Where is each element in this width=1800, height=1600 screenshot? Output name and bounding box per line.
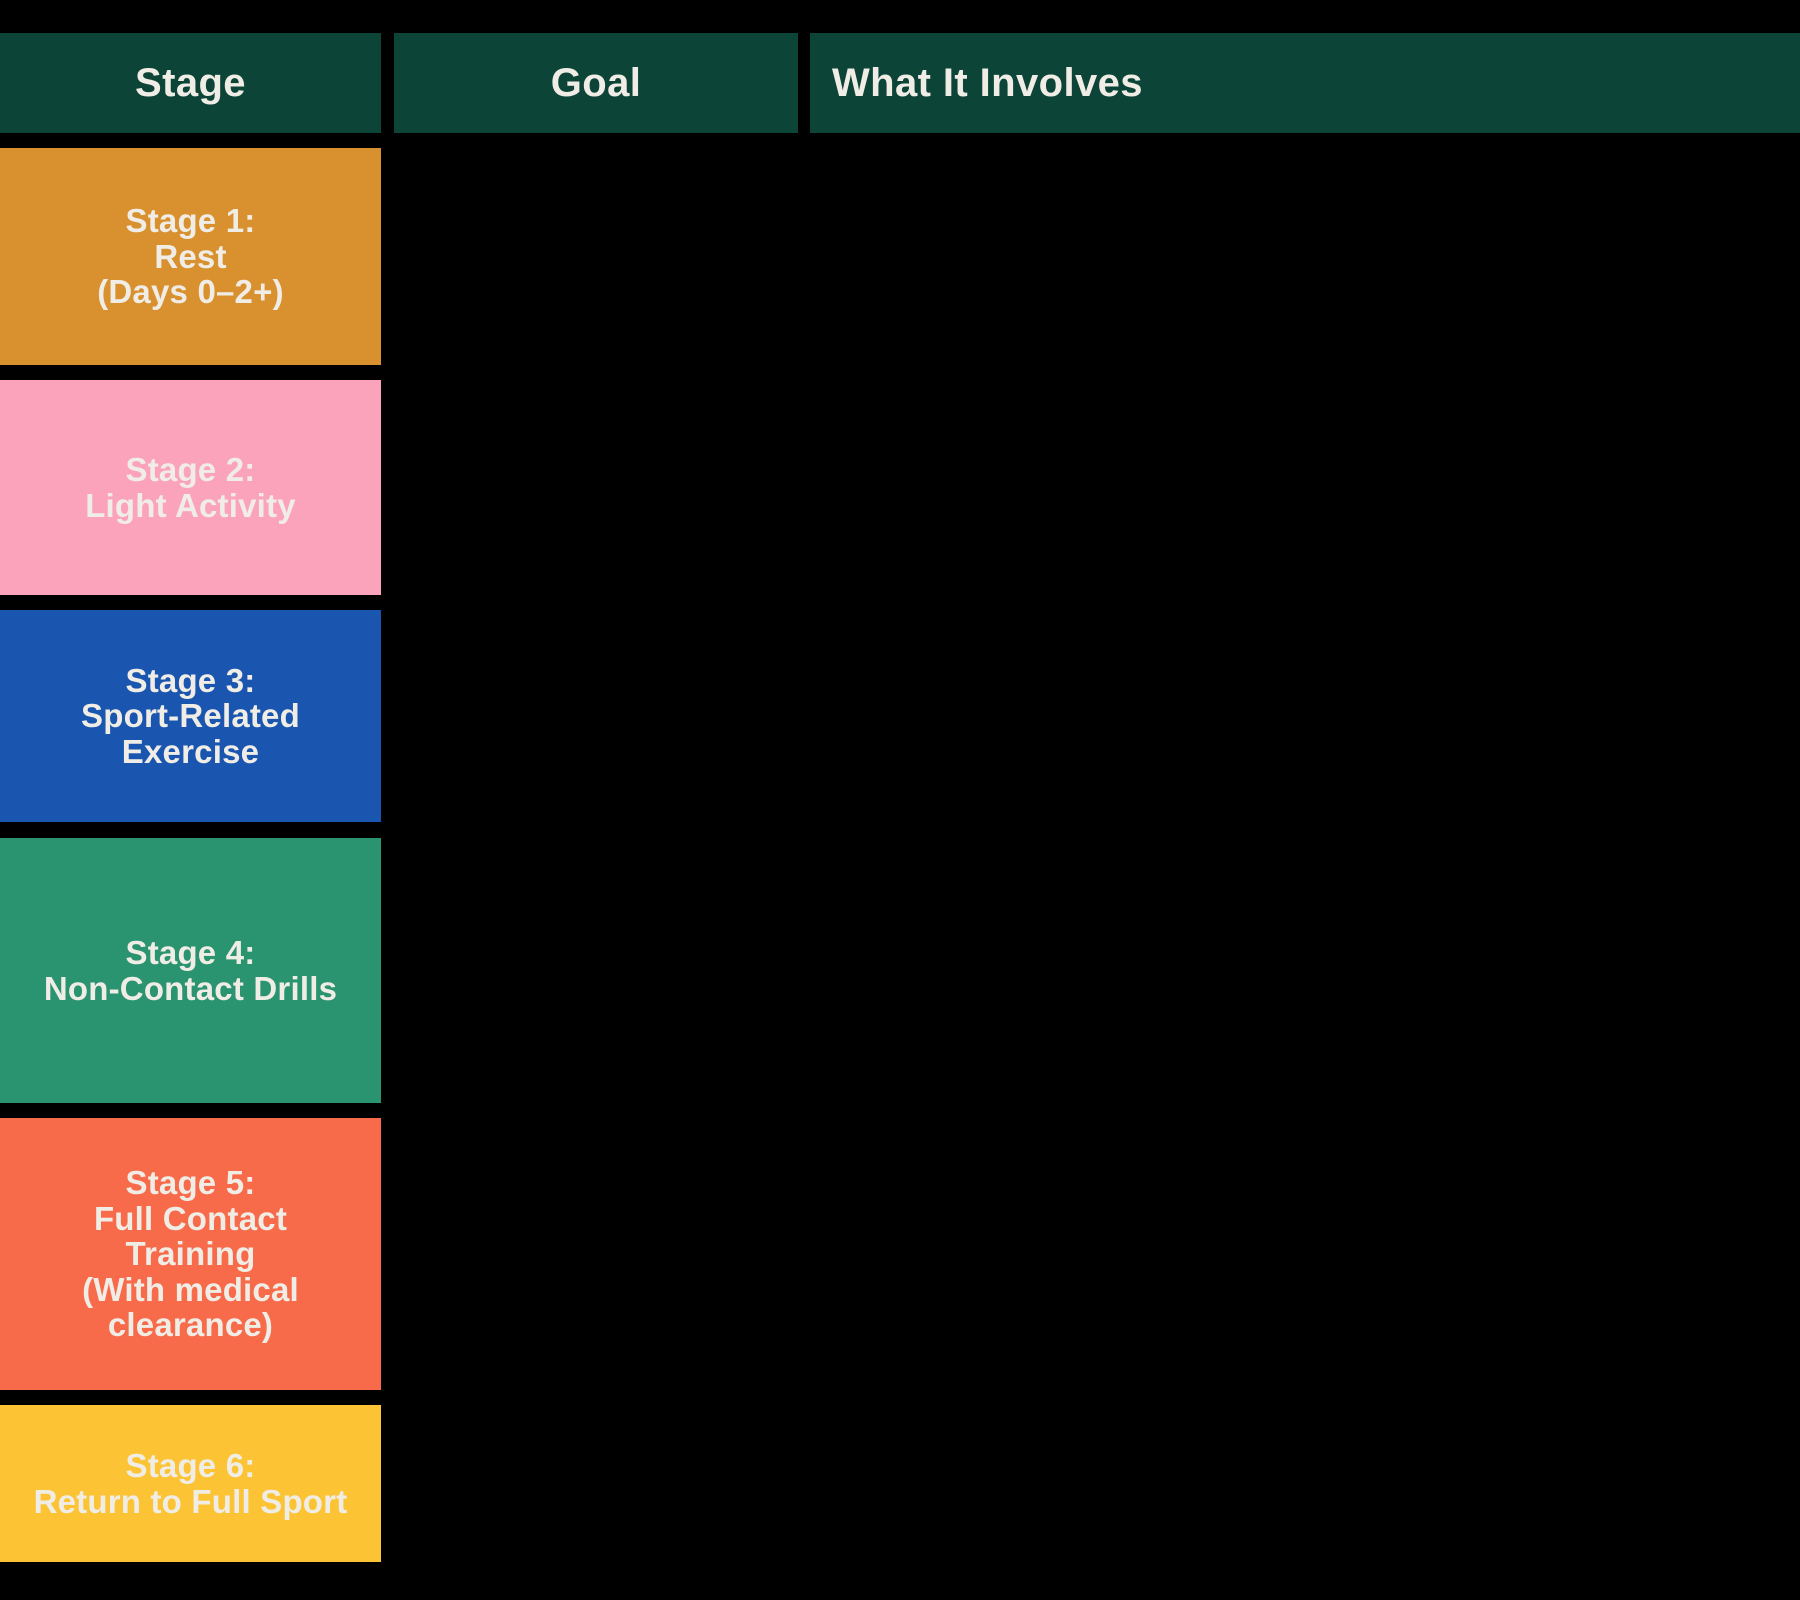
column-header-goal-label: Goal <box>550 61 642 105</box>
table-header-row: Stage Goal What It Involves <box>0 33 1800 133</box>
goal-cell-5 <box>394 1118 798 1390</box>
column-header-stage-label: Stage <box>135 61 246 105</box>
column-header-what-it-involves-label: What It Involves <box>832 61 1143 105</box>
stage-cell-label-2: Stage 2: Light Activity <box>85 450 296 524</box>
column-header-goal: Goal <box>394 33 798 133</box>
what-it-involves-cell-2 <box>810 380 1800 595</box>
stage-cell-6[interactable]: Stage 6: Return to Full Sport <box>0 1405 381 1562</box>
stage-cell-label-6: Stage 6: Return to Full Sport <box>33 1446 348 1520</box>
stage-cell-label-4: Stage 4: Non-Contact Drills <box>43 933 338 1007</box>
goal-cell-1 <box>394 148 798 365</box>
what-it-involves-cell-5 <box>810 1118 1800 1390</box>
stage-cell-2[interactable]: Stage 2: Light Activity <box>0 380 381 595</box>
stage-cell-label-3: Stage 3: Sport-Related Exercise <box>81 661 300 770</box>
what-it-involves-cell-4 <box>810 838 1800 1103</box>
stage-cell-4[interactable]: Stage 4: Non-Contact Drills <box>0 838 381 1103</box>
stage-cell-1[interactable]: Stage 1: Rest (Days 0–2+) <box>0 148 381 365</box>
column-header-what-it-involves: What It Involves <box>810 33 1800 133</box>
stage-cell-3[interactable]: Stage 3: Sport-Related Exercise <box>0 610 381 822</box>
what-it-involves-cell-1 <box>810 148 1800 365</box>
goal-cell-2 <box>394 380 798 595</box>
stage-cell-label-5: Stage 5: Full Contact Training (With med… <box>82 1163 299 1344</box>
stage-cell-label-1: Stage 1: Rest (Days 0–2+) <box>97 202 284 311</box>
what-it-involves-cell-6 <box>810 1405 1800 1562</box>
goal-cell-6 <box>394 1405 798 1562</box>
stage-cell-5[interactable]: Stage 5: Full Contact Training (With med… <box>0 1118 381 1390</box>
goal-cell-4 <box>394 838 798 1103</box>
goal-cell-3 <box>394 610 798 822</box>
column-header-stage: Stage <box>0 33 381 133</box>
what-it-involves-cell-3 <box>810 610 1800 822</box>
